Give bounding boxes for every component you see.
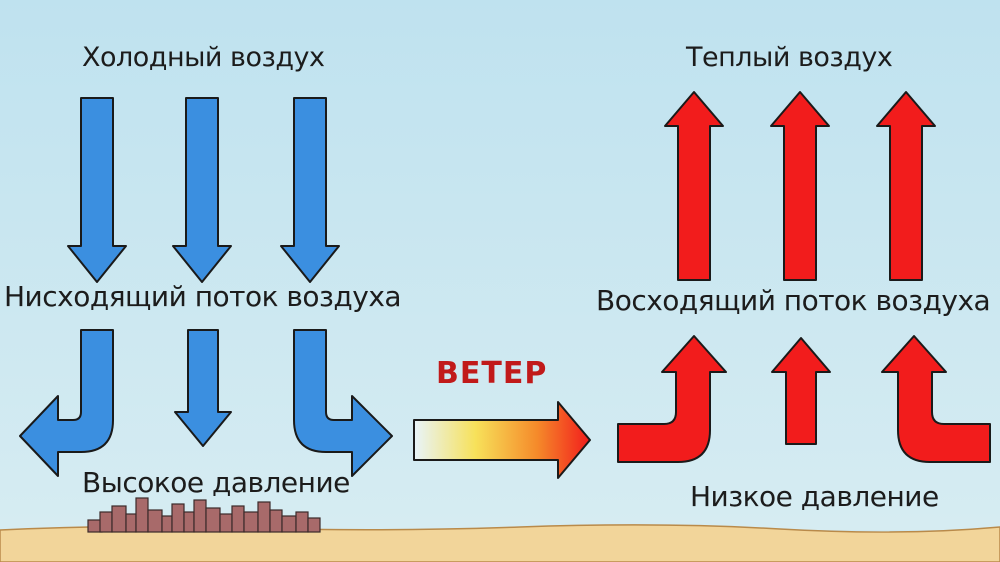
descending-flow-label: Нисходящий поток воздуха	[4, 280, 402, 313]
warm-up-arrow-1	[664, 91, 724, 281]
warm-up-arrow-3	[876, 91, 936, 281]
cold-down-arrow-2	[172, 97, 232, 283]
cold-down-arrow-1	[67, 97, 127, 283]
city-icon	[87, 497, 321, 533]
warm-up-arrow-2	[770, 91, 830, 281]
wind-label: ВЕТЕР	[436, 356, 548, 391]
warm-curve-up-left-arrow	[617, 335, 727, 463]
cold-lower-down-arrow	[174, 329, 232, 447]
wind-arrow	[413, 401, 591, 479]
cold-down-arrow-3	[280, 97, 340, 283]
cold-air-label: Холодный воздух	[82, 42, 325, 73]
cold-curve-left-arrow	[19, 329, 114, 477]
high-pressure-label: Высокое давление	[82, 466, 350, 499]
warm-lower-up-arrow	[771, 337, 831, 445]
warm-curve-up-right-arrow	[881, 335, 991, 463]
cold-curve-right-arrow	[293, 329, 393, 477]
warm-air-label: Теплый воздух	[686, 42, 893, 73]
ascending-flow-label: Восходящий поток воздуха	[596, 284, 991, 317]
low-pressure-label: Низкое давление	[690, 480, 939, 513]
